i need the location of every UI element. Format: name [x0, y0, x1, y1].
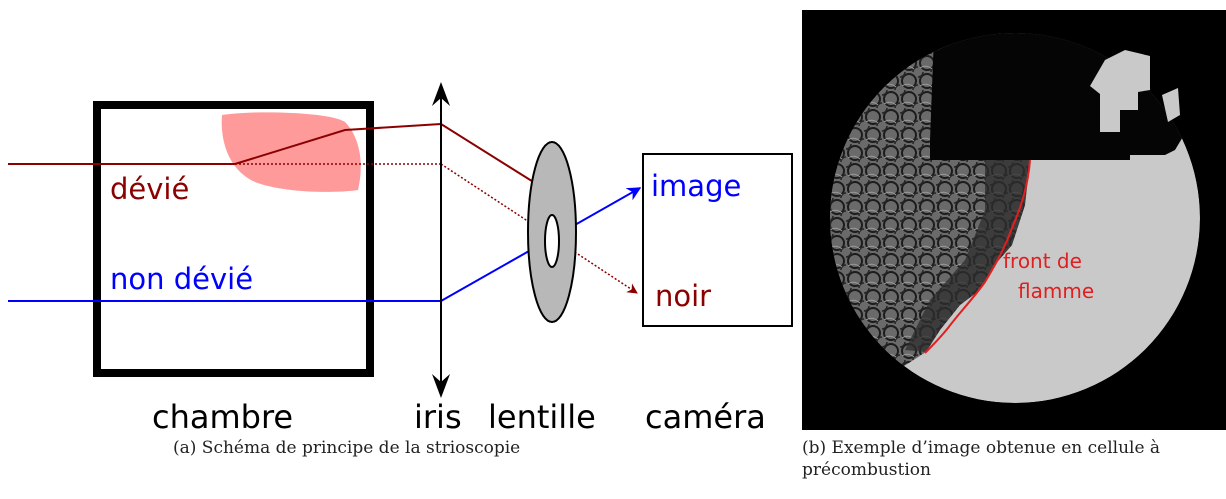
holder-notch: [1090, 50, 1150, 132]
photo-background: [802, 10, 1226, 430]
label-non-devie: non dévié: [110, 262, 253, 296]
annotation-front-de: front de: [1003, 249, 1082, 273]
deviated-ray: [8, 123, 442, 165]
label-chambre: chambre: [152, 398, 293, 430]
label-devie: dévié: [110, 172, 189, 206]
iris-arrow-top: [432, 82, 450, 106]
holder-notch-small: [1162, 88, 1180, 122]
label-lentille: lentille: [488, 398, 596, 430]
label-image: image: [651, 169, 741, 203]
label-iris: iris: [414, 398, 462, 430]
flame-front-line: [924, 159, 1031, 354]
iris-arrow-bottom: [432, 374, 450, 398]
lens-aperture: [544, 214, 560, 268]
schlieren-zone: [221, 112, 361, 192]
caption-a: (a) Schéma de principe de la strioscopie: [173, 438, 521, 458]
unburned-gas-region: [830, 33, 1200, 403]
camera-box: [642, 153, 793, 327]
flame-fringe: [905, 160, 1030, 352]
chamber-frame: [93, 101, 374, 377]
label-camera: caméra: [645, 398, 766, 430]
holder-shape: [930, 33, 1200, 160]
schlieren-diagram: dévié non dévié image noir chambre iris …: [8, 82, 793, 430]
burned-gas-region: [830, 40, 1030, 403]
annotation-flamme: flamme: [1018, 279, 1094, 303]
label-noir: noir: [655, 279, 711, 313]
caption-b: (b) Exemple d’image obtenue en cellule à…: [802, 438, 1161, 480]
